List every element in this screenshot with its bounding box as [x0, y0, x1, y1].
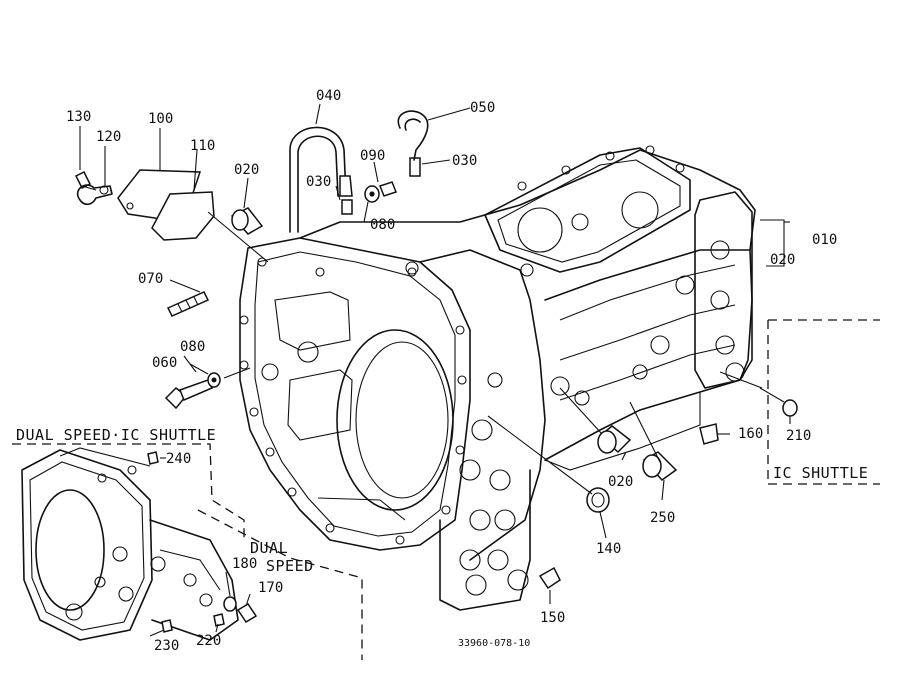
label-030-a: 030	[306, 174, 331, 190]
label-130: 130	[66, 109, 91, 125]
label-030-b: 030	[452, 153, 477, 169]
label-250: 250	[650, 510, 675, 526]
label-010: 010	[812, 232, 837, 248]
label-040: 040	[316, 88, 341, 104]
part-150-plug	[538, 566, 561, 590]
caption-dual-speed-ic-shuttle: DUAL SPEED·IC SHUTTLE	[16, 426, 216, 444]
part-160-plug	[699, 423, 719, 445]
part-120-clip	[76, 184, 113, 206]
label-160: 160	[738, 426, 763, 442]
part-050-clip	[397, 110, 429, 161]
label-100: 100	[148, 111, 173, 127]
caption-ic-shuttle: IC SHUTTLE	[773, 464, 868, 482]
label-080-top: 080	[370, 217, 395, 233]
label-050: 050	[470, 100, 495, 116]
part-020-bushing-top	[230, 207, 264, 235]
captions: DUAL SPEED·IC SHUTTLE IC SHUTTLE DUAL SP…	[16, 426, 868, 649]
figure-code: 33960-078-10	[458, 638, 530, 649]
label-070: 070	[138, 271, 163, 287]
caption-dual: DUAL	[250, 539, 288, 557]
transmission-case	[239, 145, 756, 611]
label-140: 140	[596, 541, 621, 557]
caption-speed: SPEED	[266, 557, 314, 575]
label-060: 060	[152, 355, 177, 371]
part-030-fitting-b	[409, 157, 421, 177]
part-070-stud	[166, 291, 210, 317]
part-020-bushing-bottom	[597, 425, 632, 454]
part-140-seal	[586, 487, 610, 513]
label-020-bottom: 020	[608, 474, 633, 490]
label-170: 170	[258, 580, 283, 596]
ic-shuttle-callout	[767, 319, 880, 485]
part-080-washer-left	[207, 372, 221, 388]
label-240: 240	[166, 451, 191, 467]
part-040-pipe	[289, 126, 347, 233]
part-030-fitting-a	[339, 175, 353, 215]
part-110-gasket	[151, 191, 215, 241]
part-250-bushing	[642, 451, 678, 481]
label-020-top: 020	[234, 162, 259, 178]
label-220: 220	[196, 633, 221, 649]
label-020-side: 020	[770, 252, 795, 268]
part-130-bolt	[74, 170, 97, 191]
part-060-bolt	[164, 379, 214, 410]
label-090: 090	[360, 148, 385, 164]
label-210: 210	[786, 428, 811, 444]
part-090-nut	[379, 181, 397, 197]
dual-speed-inset	[12, 443, 363, 660]
label-080-left: 080	[180, 339, 205, 355]
label-110: 110	[190, 138, 215, 154]
part-210-plug	[782, 399, 798, 417]
leader-lines	[79, 103, 791, 604]
part-number-labels: 130 120 100 110 020 040 050 030 090 030 …	[66, 88, 837, 654]
part-080-washer-top	[364, 185, 380, 203]
label-120: 120	[96, 129, 121, 145]
label-150: 150	[540, 610, 565, 626]
label-230: 230	[154, 638, 179, 654]
label-180: 180	[232, 556, 257, 572]
